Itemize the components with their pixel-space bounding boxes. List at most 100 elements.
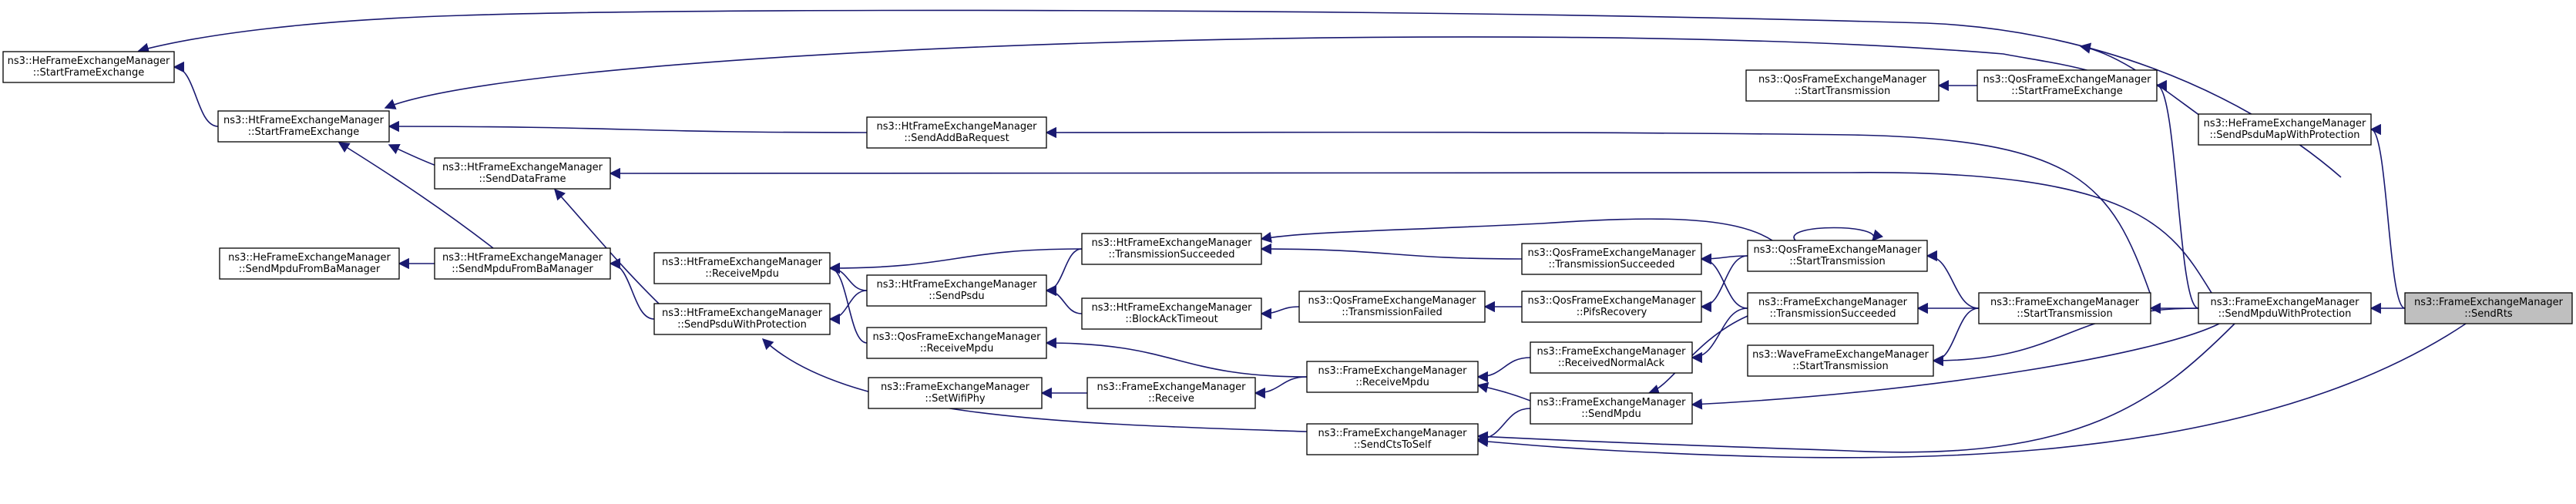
node-qos-pifsrecovery[interactable]: ns3::QosFrameExchangeManager::PifsRecove… [1521, 291, 1702, 323]
edge-send_rts-to-he_sendpsdumapwithprotection [2369, 123, 2406, 309]
node-method-label: ::SendDataFrame [479, 173, 566, 185]
node-box [653, 303, 831, 335]
node-method-label: ::TransmissionSucceeded [1769, 308, 1896, 320]
edge-line [1932, 307, 1980, 367]
node-qos-transmissionfailed[interactable]: ns3::QosFrameExchangeManager::Transmissi… [1298, 291, 1486, 323]
node-qos-receivempdu[interactable]: ns3::QosFrameExchangeManager::ReceiveMpd… [866, 327, 1047, 359]
node-qos-startframeexchange[interactable]: ns3::QosFrameExchangeManager::StartFrame… [1977, 69, 2158, 102]
node-fem-sendctstoself[interactable]: ns3::FrameExchangeManager::SendCtsToSelf [1306, 423, 1479, 455]
edge-ht_startframeexchange-to-he_startframeexchange [173, 61, 219, 127]
node-box [866, 327, 1047, 359]
node-method-label: ::Receive [1148, 393, 1194, 405]
node-method-label: ::StartFrameExchange [33, 67, 145, 79]
node-method-label: ::SendMpduFromBaManager [239, 264, 381, 275]
edge-ht_sendmpdufrombamanager-to-ht_startframeexchange [338, 142, 494, 249]
node-he-startframeexchange[interactable]: ns3::HeFrameExchangeManager::StartFrameE… [2, 51, 175, 83]
node-fem-starttransmission[interactable]: ns3::FrameExchangeManager::StartTransmis… [1978, 292, 2151, 324]
node-ht-sendpsduwithprotection[interactable]: ns3::HtFrameExchangeManager::SendPsduWit… [653, 303, 831, 335]
node-class-label: ns3::FrameExchangeManager [1097, 381, 1246, 393]
node-class-label: ns3::FrameExchangeManager [881, 381, 1030, 393]
node-method-label: ::TransmissionSucceeded [1548, 259, 1674, 270]
edge-line [2369, 123, 2406, 309]
node-box [1521, 243, 1702, 275]
edge-line [1700, 253, 1748, 309]
node-class-label: ns3::HtFrameExchangeManager [223, 115, 385, 126]
node-he-sendpsdumapwithprotection[interactable]: ns3::HeFrameExchangeManager::SendPsduMap… [2198, 113, 2372, 146]
node-box [1298, 291, 1486, 323]
edge-fem_sendmpduwithprotection-to-qos_startframeexchange [2155, 79, 2199, 309]
node-class-label: ns3::HtFrameExchangeManager [1092, 302, 1253, 314]
node-method-label: ::TransmissionFailed [1342, 307, 1442, 318]
node-ht-receivempdu[interactable]: ns3::HtFrameExchangeManager::ReceiveMpdu [653, 252, 831, 284]
node-fem-setwifiphy[interactable]: ns3::FrameExchangeManager::SetWifiPhy [868, 377, 1043, 409]
node-class-label: ns3::FrameExchangeManager [2414, 297, 2564, 308]
node-class-label: ns3::FrameExchangeManager [1537, 397, 1686, 408]
edge-line [1045, 126, 2151, 294]
edge-qos_receivempdu-to-ht_receivempdu [828, 262, 868, 344]
edge-fem_sendmpduwithprotection-to-fem_sendctstoself [1476, 323, 2235, 453]
node-method-label: ::SendMpdu [1581, 408, 1641, 420]
node-ht-transmissionsucceeded[interactable]: ns3::HtFrameExchangeManager::Transmissio… [1081, 233, 1262, 265]
node-box [1086, 377, 1256, 409]
node-fem-transmissionsucceeded[interactable]: ns3::FrameExchangeManager::TransmissionS… [1747, 292, 1919, 324]
node-fem-receivednormalack[interactable]: ns3::FrameExchangeManager::ReceivedNorma… [1530, 341, 1693, 374]
node-send-rts[interactable]: ns3::FrameExchangeManager::SendRts [2404, 292, 2573, 324]
node-qos-starttransmission-b[interactable]: ns3::QosFrameExchangeManager::StartTrans… [1745, 69, 1940, 102]
edge-ht_transmissionsucceeded-to-ht_sendpsdu [1045, 248, 1083, 297]
node-fem-receivempdu[interactable]: ns3::FrameExchangeManager::ReceiveMpdu [1306, 361, 1479, 393]
node-class-label: ns3::HtFrameExchangeManager [1092, 237, 1253, 249]
node-fem-receive[interactable]: ns3::FrameExchangeManager::Receive [1086, 377, 1256, 409]
node-box [1747, 292, 1919, 324]
node-box [1306, 361, 1479, 393]
edge-qos_transmissionsucceeded-to-ht_transmissionsucceeded [1260, 243, 1523, 260]
node-fem-sendmpduwithprotection[interactable]: ns3::FrameExchangeManager::SendMpduWithP… [2198, 292, 2372, 324]
node-method-label: ::SendMpduWithProtection [2218, 308, 2352, 320]
node-method-label: ::ReceiveMpdu [1355, 377, 1429, 388]
node-method-label: ::SetWifiPhy [925, 393, 986, 405]
node-ht-sendaddbarequest[interactable]: ns3::HtFrameExchangeManager::SendAddBaRe… [866, 116, 1047, 149]
node-box [1747, 344, 1934, 377]
edge-line [1476, 357, 1531, 383]
node-class-label: ns3::HeFrameExchangeManager [228, 252, 391, 264]
edge-line [1045, 284, 1083, 314]
node-qos-transmissionsucceeded[interactable]: ns3::QosFrameExchangeManager::Transmissi… [1521, 243, 1702, 275]
edge-line [554, 188, 660, 304]
node-fem-sendmpdu[interactable]: ns3::FrameExchangeManager::SendMpdu [1530, 392, 1693, 425]
edge-line [1476, 381, 1531, 402]
edge-line [1045, 337, 1308, 378]
edge-ht_sendpsduwithprotection-to-ht_sendmpdufrombamanager [609, 257, 655, 320]
node-box [1747, 240, 1928, 272]
node-class-label: ns3::HtFrameExchangeManager [442, 252, 603, 264]
edge-fem_sendctstoself-to-ht_sendpsduwithprotection [761, 338, 1308, 432]
node-wave-starttransmission[interactable]: ns3::WaveFrameExchangeManager::StartTran… [1747, 344, 1934, 377]
node-method-label: ::ReceiveMpdu [920, 343, 994, 354]
node-box [219, 247, 400, 280]
node-class-label: ns3::QosFrameExchangeManager [1983, 74, 2151, 86]
node-layer: ns3::FrameExchangeManager::SendRts ns3::H… [2, 51, 2573, 455]
edge-line [338, 142, 494, 249]
edge-qos_starttransmission_a-to-ht_transmissionsucceeded [1260, 218, 1773, 244]
edge-fem_receivednormalack-to-fem_receivempdu [1476, 357, 1531, 383]
node-ht-sendmpdufrombamanager[interactable]: ns3::HtFrameExchangeManager::SendMpduFro… [434, 247, 611, 280]
edge-line [828, 262, 868, 344]
node-ht-startframeexchange[interactable]: ns3::HtFrameExchangeManager::StartFrameE… [217, 110, 390, 143]
node-box [1081, 297, 1262, 330]
node-ht-sendpsdu[interactable]: ns3::HtFrameExchangeManager::SendPsdu [866, 274, 1047, 307]
edge-line [173, 61, 219, 127]
node-he-sendmpdufrombamanager[interactable]: ns3::HeFrameExchangeManager::SendMpduFro… [219, 247, 400, 280]
node-ht-senddataframe[interactable]: ns3::HtFrameExchangeManager::SendDataFra… [434, 157, 611, 190]
node-method-label: ::SendPsduWithProtection [677, 319, 807, 331]
node-box [866, 274, 1047, 307]
edge-qos_starttransmission_a-to-qos_starttransmission_a [1793, 227, 1884, 242]
edge-line [1700, 255, 1748, 313]
node-ht-blockacktimeout[interactable]: ns3::HtFrameExchangeManager::BlockAckTim… [1081, 297, 1262, 330]
edge-fem_sendmpduwithprotection-to-wave_starttransmission [1932, 307, 2199, 367]
node-class-label: ns3::QosFrameExchangeManager [1527, 247, 1696, 259]
node-class-label: ns3::QosFrameExchangeManager [1527, 295, 1696, 307]
node-method-label: ::SendCtsToSelf [1354, 439, 1432, 451]
node-qos-starttransmission-a[interactable]: ns3::QosFrameExchangeManager::StartTrans… [1747, 240, 1928, 272]
node-box [1530, 392, 1693, 425]
node-box [868, 377, 1043, 409]
edge-fem_transmissionsucceeded-to-qos_transmissionsucceeded [1700, 253, 1748, 309]
